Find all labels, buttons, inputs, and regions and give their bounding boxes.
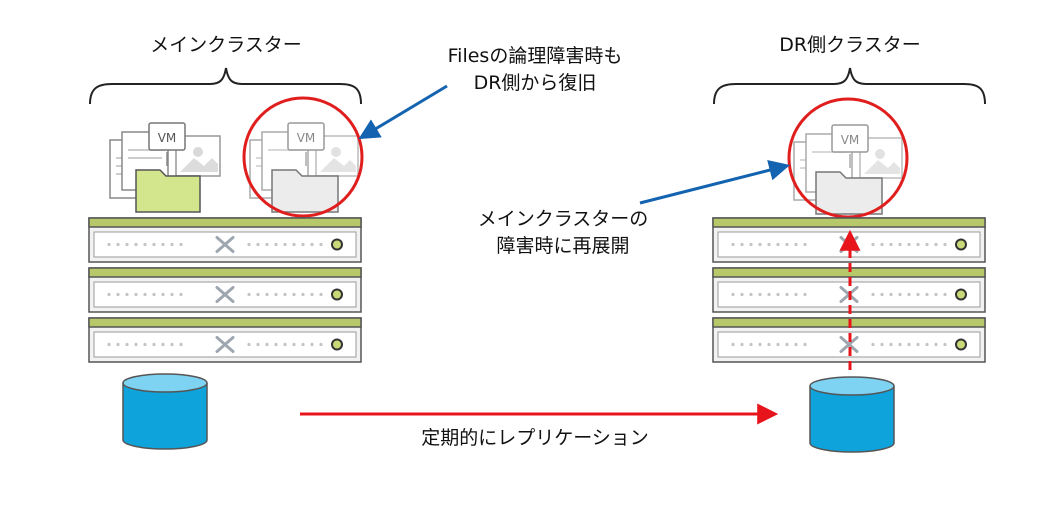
dr-server-2 — [712, 267, 986, 313]
main-cluster-label: メインクラスター — [150, 34, 302, 56]
main-database-icon — [122, 373, 208, 450]
dr-vm-tag: VM — [841, 133, 860, 147]
main-vm-tag: VM — [158, 131, 177, 145]
files-callout-line2: DR側から復旧 — [473, 72, 597, 94]
main-gray-vm-tag: VM — [297, 131, 316, 145]
dr-highlight-circle — [787, 97, 909, 219]
replication-label: 定期的にレプリケーション — [421, 427, 649, 449]
main-cluster-brace — [89, 67, 362, 105]
redeploy-callout-line2: 障害時に再展開 — [496, 235, 630, 257]
main-server-3 — [88, 317, 362, 363]
main-files-gray-icon: VM — [249, 122, 359, 213]
main-highlight-circle — [242, 96, 364, 218]
redeploy-callout-line1: メインクラスターの — [477, 208, 649, 230]
dr-cluster-brace — [713, 67, 986, 105]
dr-database-icon — [809, 376, 895, 453]
main-server-1 — [88, 217, 362, 263]
files-callout-arrow — [358, 84, 448, 140]
main-server-2 — [88, 267, 362, 313]
dr-files-icon: VM — [793, 124, 903, 215]
main-files-icon: VM — [109, 122, 221, 213]
redeploy-callout-arrow — [639, 159, 791, 205]
files-callout-line1: Filesの論理障害時も — [447, 45, 623, 67]
dr-cluster-label: DR側クラスター — [779, 34, 921, 56]
